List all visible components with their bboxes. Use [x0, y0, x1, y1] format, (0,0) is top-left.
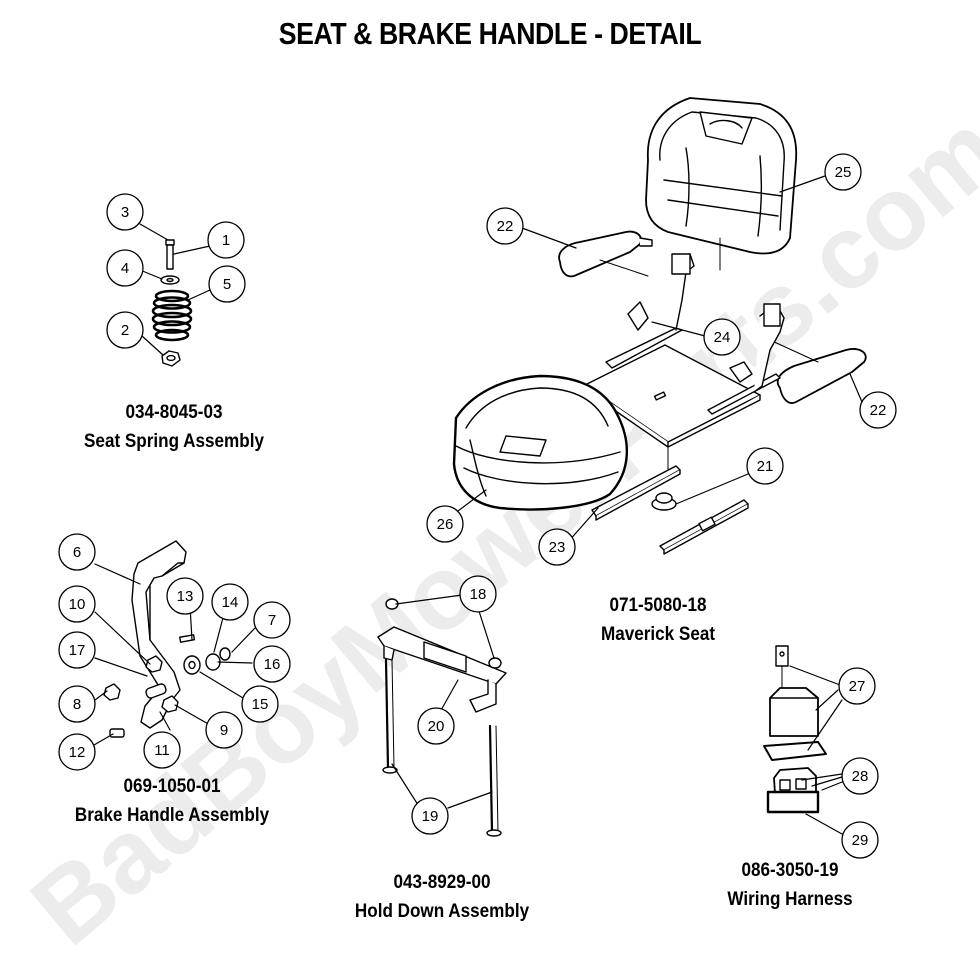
svg-text:21: 21	[757, 458, 774, 475]
callout-27: 27	[838, 667, 876, 705]
callout-22-right: 22	[859, 391, 897, 429]
caption-wiring-harness: 086-3050-19 Wiring Harness	[700, 856, 880, 914]
caption-hold-down: 043-8929-00 Hold Down Assembly	[343, 868, 541, 926]
svg-text:1: 1	[222, 232, 230, 249]
callout-29: 29	[841, 821, 879, 859]
callout-28: 28	[841, 757, 879, 795]
callout-18: 18	[459, 575, 497, 613]
wiring-harness-drawing	[763, 645, 827, 814]
hold-down-part-number: 043-8929-00	[393, 872, 491, 893]
callout-22-left: 22	[486, 207, 524, 245]
maverick-seat-part-number: 071-5080-18	[609, 595, 707, 616]
callout-2: 2	[106, 311, 144, 349]
caption-brake-handle: 069-1050-01 Brake Handle Assembly	[64, 772, 280, 830]
svg-text:26: 26	[437, 516, 454, 533]
svg-text:8: 8	[73, 696, 81, 713]
callout-8: 8	[58, 685, 96, 723]
svg-text:2: 2	[121, 322, 129, 339]
callout-7: 7	[253, 601, 291, 639]
svg-text:4: 4	[121, 260, 129, 277]
hold-down-name: Hold Down Assembly	[354, 901, 530, 922]
callout-14: 14	[211, 583, 249, 621]
callout-25: 25	[824, 153, 862, 191]
svg-text:19: 19	[422, 808, 439, 825]
brake-handle-drawing	[103, 540, 231, 738]
svg-text:14: 14	[222, 594, 239, 611]
leader-lines	[93, 175, 863, 835]
svg-text:16: 16	[264, 656, 281, 673]
callout-24: 24	[703, 318, 741, 356]
callout-21: 21	[746, 447, 784, 485]
svg-text:13: 13	[177, 588, 194, 605]
svg-text:28: 28	[852, 768, 869, 785]
callout-17: 17	[58, 631, 96, 669]
seat-spring-part-number: 034-8045-03	[125, 402, 223, 423]
callout-15: 15	[241, 685, 279, 723]
callout-19: 19	[411, 797, 449, 835]
svg-text:6: 6	[73, 544, 81, 561]
callout-11: 11	[143, 731, 181, 769]
svg-text:24: 24	[714, 329, 731, 346]
svg-text:22: 22	[497, 218, 514, 235]
svg-text:11: 11	[154, 742, 170, 759]
svg-text:20: 20	[428, 718, 445, 735]
svg-text:3: 3	[121, 204, 129, 221]
callout-bubbles: 1 2 3 4 5 6 7 8 9 10 11 12 13 14 15 16 1…	[58, 153, 897, 859]
callout-5: 5	[208, 265, 246, 303]
wiring-harness-name: Wiring Harness	[727, 889, 853, 910]
svg-text:18: 18	[470, 586, 487, 603]
brake-handle-part-number: 069-1050-01	[123, 776, 221, 797]
svg-text:22: 22	[870, 402, 887, 419]
page-title: SEAT & BRAKE HANDLE - DETAIL	[278, 16, 702, 51]
brake-handle-name: Brake Handle Assembly	[74, 805, 270, 826]
caption-maverick-seat: 071-5080-18 Maverick Seat	[570, 591, 746, 649]
callout-4: 4	[106, 249, 144, 287]
svg-text:27: 27	[849, 678, 866, 695]
callout-16: 16	[253, 645, 291, 683]
callout-26: 26	[426, 505, 464, 543]
callout-3: 3	[106, 193, 144, 231]
callout-20: 20	[417, 707, 455, 745]
maverick-seat-name: Maverick Seat	[600, 624, 716, 645]
svg-text:7: 7	[268, 612, 276, 629]
svg-text:12: 12	[69, 744, 86, 761]
svg-text:9: 9	[220, 722, 228, 739]
callout-6: 6	[58, 533, 96, 571]
callout-1: 1	[207, 221, 245, 259]
svg-text:17: 17	[69, 642, 86, 659]
seat-spring-name: Seat Spring Assembly	[84, 431, 264, 452]
callout-12: 12	[58, 733, 96, 771]
svg-text:29: 29	[852, 832, 869, 849]
svg-text:5: 5	[223, 276, 231, 293]
svg-text:15: 15	[252, 696, 269, 713]
callout-9: 9	[205, 711, 243, 749]
maverick-seat-drawing	[452, 97, 867, 555]
callout-23: 23	[538, 528, 576, 566]
svg-text:23: 23	[549, 539, 566, 556]
callout-10: 10	[58, 585, 96, 623]
callout-13: 13	[166, 577, 204, 615]
hold-down-drawing	[377, 598, 507, 837]
svg-text:10: 10	[69, 596, 86, 613]
seat-spring-drawing	[151, 239, 193, 367]
wiring-harness-part-number: 086-3050-19	[741, 860, 839, 881]
caption-seat-spring: 034-8045-03 Seat Spring Assembly	[84, 398, 264, 456]
svg-text:25: 25	[835, 164, 852, 181]
